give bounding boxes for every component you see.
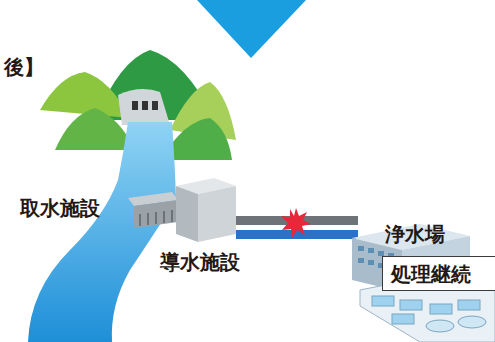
status-box: 処理継続 <box>382 256 495 291</box>
facility-label: 取水施設 <box>20 196 100 220</box>
facility-label: 導水施設 <box>160 250 240 274</box>
down-arrow <box>197 0 306 58</box>
river <box>28 122 176 342</box>
facility-label: 浄水場 <box>385 222 445 246</box>
status-text: 処理継続 <box>391 262 471 286</box>
intake-structure <box>128 192 178 228</box>
pipe <box>236 230 358 239</box>
break-burst <box>281 208 311 238</box>
conveyance-box <box>176 178 236 242</box>
facility-label: 後】 <box>4 55 44 79</box>
